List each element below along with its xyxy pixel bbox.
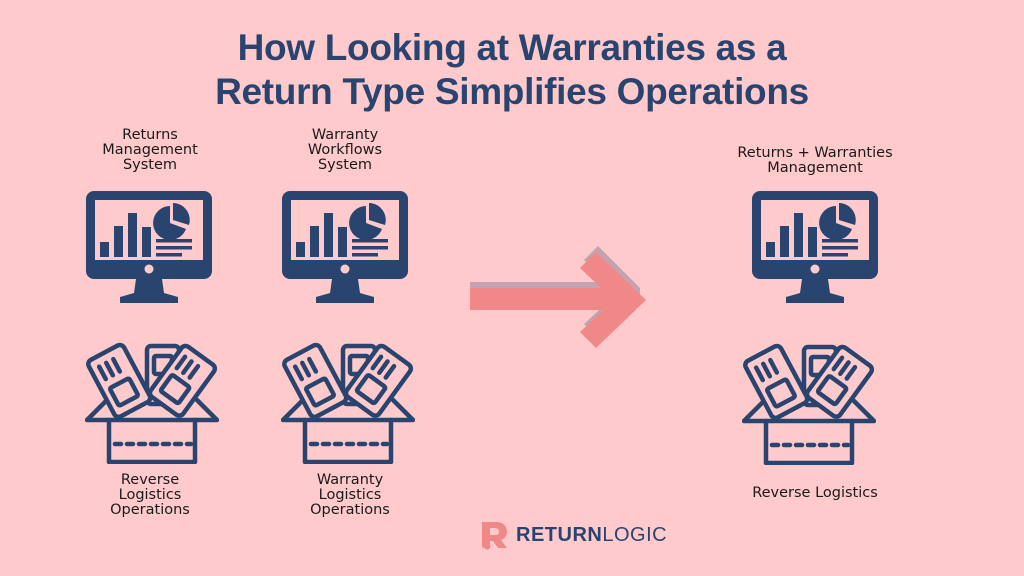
monitor-dashboard-icon xyxy=(750,189,880,305)
returnlogic-r-icon xyxy=(482,522,507,550)
open-box-icon xyxy=(742,341,876,465)
returns-warranties-management-label: Returns + Warranties Management xyxy=(737,145,893,176)
title-line-2: Return Type Simplifies Operations xyxy=(215,71,809,112)
open-box-icon xyxy=(281,340,415,464)
reverse-logistics-operations-label: Reverse Logistics Operations xyxy=(110,472,190,518)
returnlogic-logo: RETURNLOGIC xyxy=(480,520,667,550)
monitor-dashboard-icon xyxy=(84,189,214,305)
reverse-logistics-label: Reverse Logistics xyxy=(752,485,878,501)
warranty-logistics-operations-label: Warranty Logistics Operations xyxy=(310,472,390,518)
title-line-1: How Looking at Warranties as a xyxy=(237,27,787,68)
returns-management-system-label: Returns Management System xyxy=(102,127,198,173)
right-arrow-icon xyxy=(470,246,646,348)
monitor-dashboard-icon xyxy=(280,189,410,305)
logo-wordmark: RETURNLOGIC xyxy=(516,523,668,546)
warranty-workflows-system-label: Warranty Workflows System xyxy=(307,127,383,173)
open-box-icon xyxy=(85,340,219,464)
page-title: How Looking at Warranties as a Return Ty… xyxy=(0,26,1024,114)
